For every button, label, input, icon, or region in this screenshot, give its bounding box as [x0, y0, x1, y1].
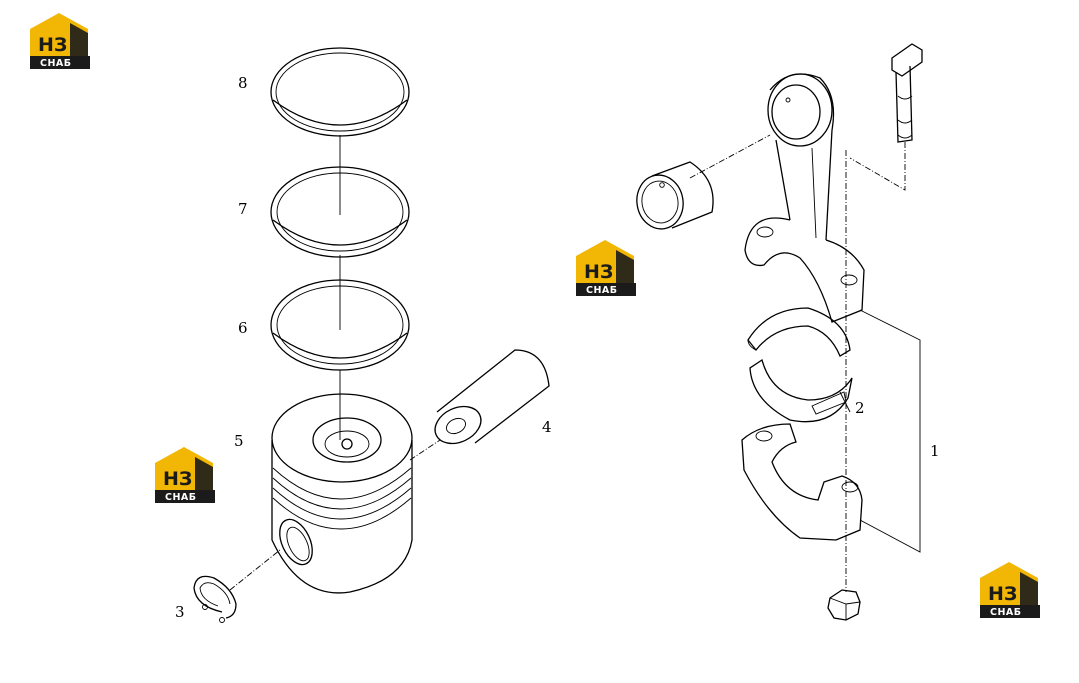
callout-7: 7 — [238, 200, 248, 218]
connecting-rod — [744, 73, 865, 323]
logo-sub-text: СНАБ — [40, 58, 72, 69]
logo-sub-text: СНАБ — [990, 607, 1022, 618]
bearing-shell-lower — [749, 358, 853, 423]
callout-3: 3 — [175, 603, 185, 621]
leader-line — [849, 142, 906, 191]
callout-8: 8 — [238, 74, 248, 92]
callout-1: 1 — [930, 442, 940, 460]
callout-5: 5 — [234, 432, 244, 450]
logo-sub-text: СНАБ — [165, 492, 197, 503]
piston-pin — [434, 349, 550, 445]
logo-sub-text: СНАБ — [586, 285, 618, 296]
logo-main-text: НЗ — [988, 583, 1017, 605]
callout-4: 4 — [542, 418, 552, 436]
brand-logo: НЗ СНАБ — [576, 240, 636, 296]
callout-2: 2 — [855, 399, 865, 417]
bearing-cap — [741, 423, 863, 541]
small-end-bushing — [636, 161, 714, 230]
piston-ring-top — [270, 47, 410, 137]
leader-line — [689, 134, 771, 179]
logo-main-text: НЗ — [163, 468, 192, 490]
logo-main-text: НЗ — [584, 261, 613, 283]
callout-6: 6 — [238, 319, 248, 337]
logo-main-text: НЗ — [38, 34, 67, 56]
brand-logo: НЗ СНАБ — [30, 13, 90, 69]
connecting-rod-bolt — [891, 43, 923, 143]
bearing-shell-upper — [747, 307, 851, 357]
brand-logo: НЗ СНАБ — [980, 562, 1040, 618]
rod-nut — [827, 589, 861, 621]
snap-ring — [193, 575, 237, 623]
brand-logo: НЗ СНАБ — [155, 447, 215, 503]
bracket-callout-1 — [859, 309, 921, 553]
leader-line — [229, 549, 281, 591]
piston — [271, 393, 413, 594]
leader-line — [409, 439, 441, 461]
leader-line — [839, 391, 851, 413]
